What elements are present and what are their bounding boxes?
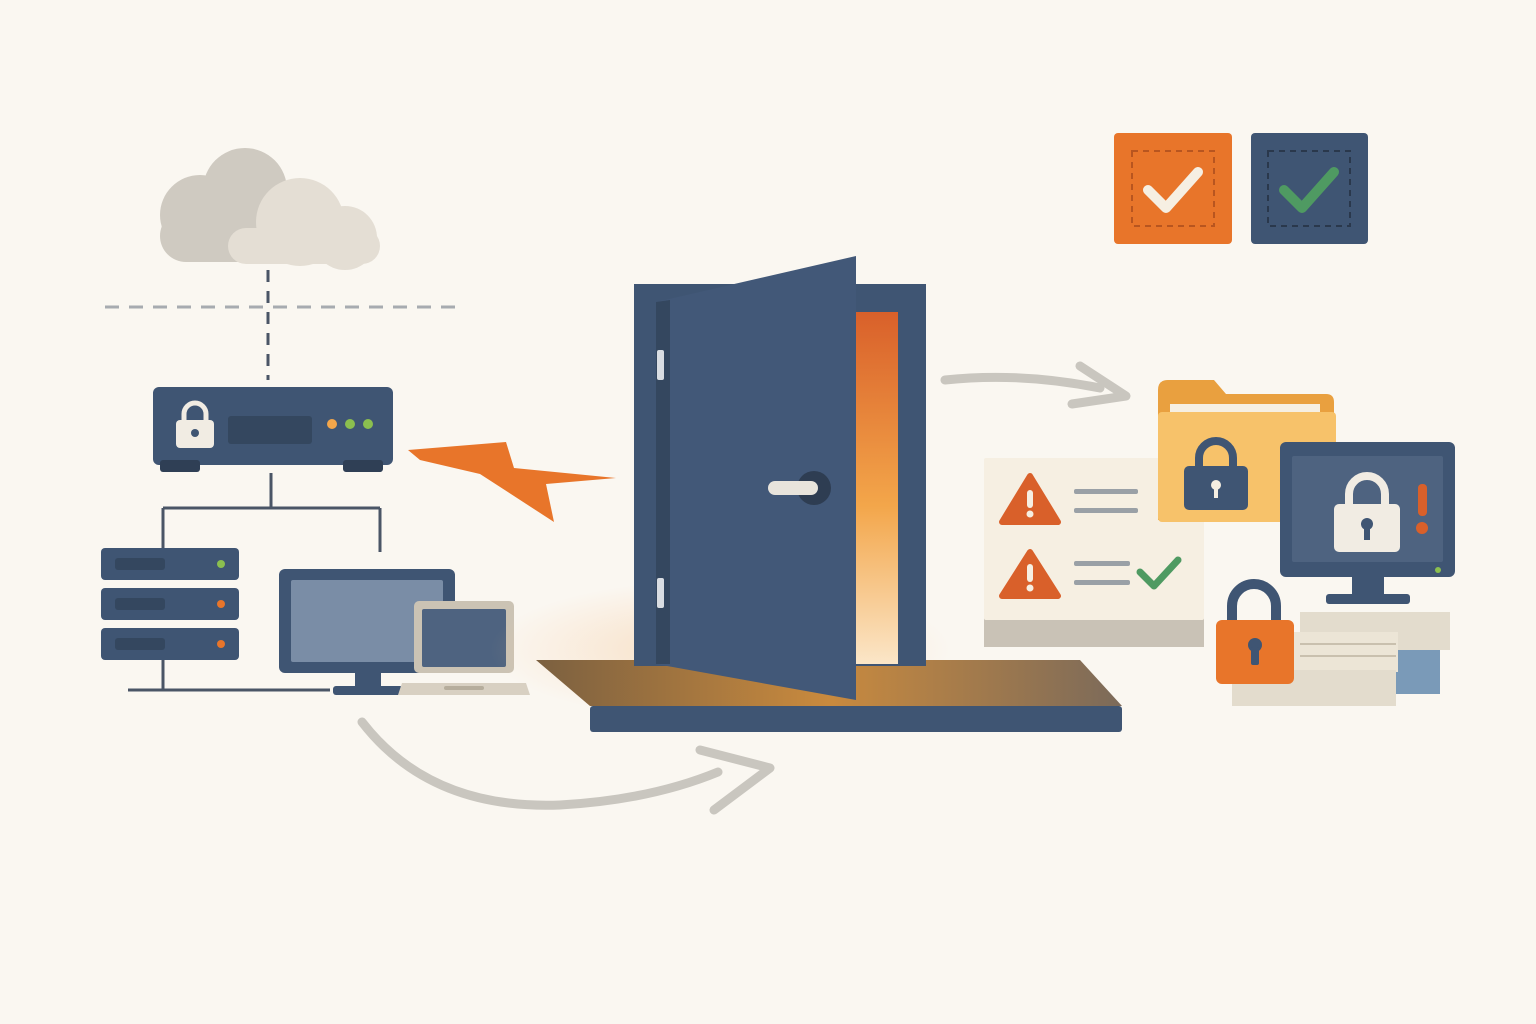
door-slab (656, 256, 856, 700)
lightning-icon (408, 442, 616, 522)
laptop-icon (398, 601, 530, 695)
padlock-icon (1334, 472, 1400, 552)
padlock-icon (1184, 437, 1248, 510)
locked-monitor-icon (1280, 442, 1455, 604)
router-icon (153, 387, 393, 472)
check-icon (1136, 556, 1182, 590)
checkbox-checked-icon (1251, 133, 1368, 244)
door-handle-icon (768, 471, 831, 505)
warning-icon (999, 549, 1061, 599)
network-links (128, 473, 382, 692)
door-opening-light (856, 312, 898, 664)
network-cluster (101, 148, 530, 695)
flow-arrow-bottom (357, 717, 775, 815)
server-rack-icon (101, 548, 239, 660)
document-stack-icon (1232, 612, 1450, 706)
flow-arrow-top (940, 361, 1131, 409)
open-door-icon (490, 256, 1122, 732)
padlock-icon (1216, 579, 1294, 684)
padlock-icon (176, 400, 214, 448)
warning-icon (999, 473, 1061, 525)
cloud-icon (160, 148, 380, 270)
checkbox-checked-icon (1114, 133, 1232, 244)
exclamation-icon (1416, 484, 1428, 534)
monitor-icon (279, 569, 455, 695)
warning-list-icon (984, 458, 1204, 647)
